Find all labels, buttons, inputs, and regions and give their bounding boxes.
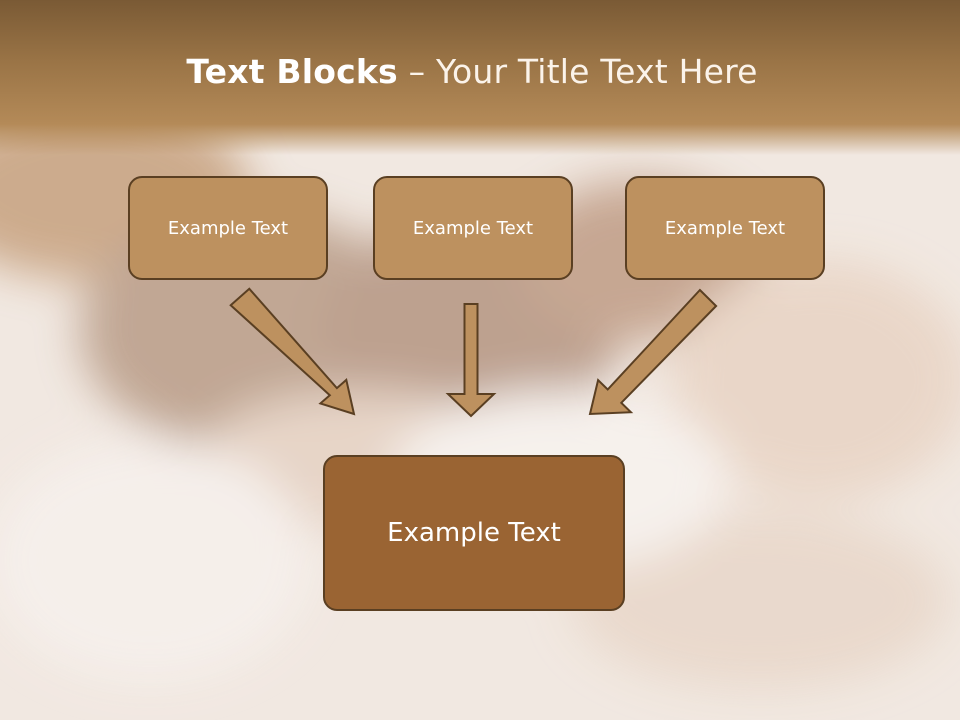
slide-title: Text Blocks – Your Title Text Here — [0, 52, 944, 91]
title-light: Your Title Text Here — [435, 52, 758, 91]
text-block-right-label: Example Text — [664, 217, 786, 239]
text-block-center-label: Example Text — [412, 217, 534, 239]
title-dash: – — [397, 52, 436, 91]
title-bold: Text Blocks — [186, 52, 398, 91]
text-block-main-label: Example Text — [387, 518, 561, 548]
text-block-center[interactable]: Example Text — [373, 176, 573, 280]
text-block-left[interactable]: Example Text — [128, 176, 328, 280]
title-band — [0, 0, 960, 155]
text-block-right[interactable]: Example Text — [625, 176, 825, 280]
text-block-left-label: Example Text — [167, 217, 289, 239]
text-block-main[interactable]: Example Text — [323, 455, 625, 611]
